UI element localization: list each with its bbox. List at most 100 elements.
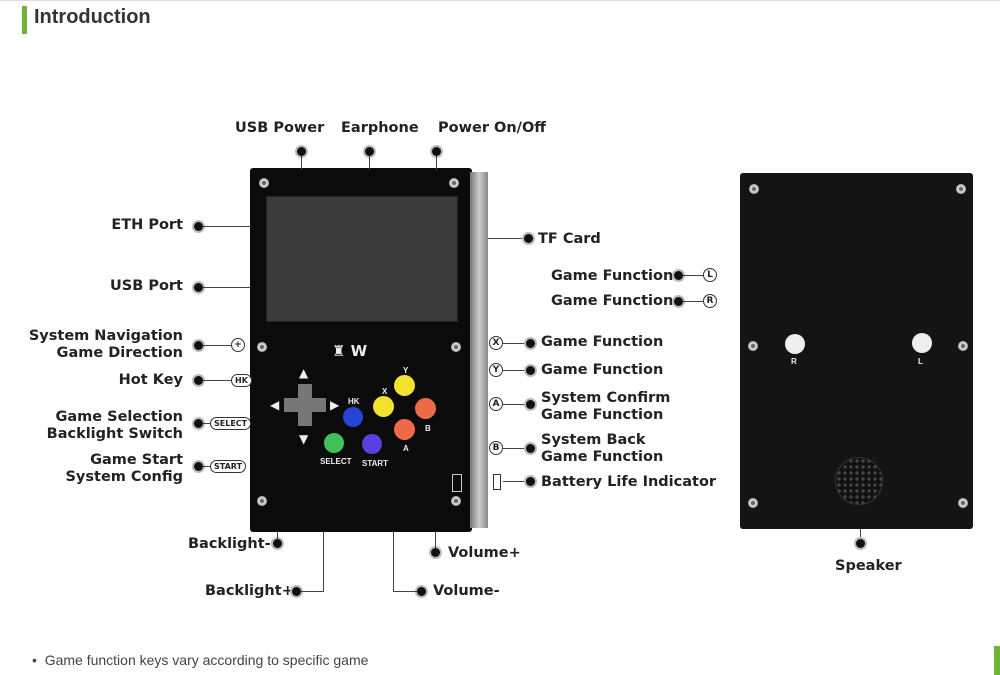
label-volume-minus: Volume-: [433, 583, 500, 599]
x-button[interactable]: [373, 396, 394, 417]
top-divider: [0, 0, 1000, 1]
screw: [451, 342, 461, 352]
callout-dot: [297, 147, 306, 156]
callout-dot: [292, 587, 301, 596]
screw: [958, 341, 968, 351]
screw: [956, 184, 966, 194]
label-power: Power On/Off: [438, 120, 547, 136]
side-accent: [994, 646, 1000, 675]
note-text: Game function keys vary according to spe…: [44, 652, 369, 668]
back-l-label: L: [918, 357, 923, 366]
callout-dot: [674, 271, 683, 280]
hk-label: HK: [348, 397, 360, 406]
callout-dot: [526, 477, 535, 486]
screw: [748, 341, 758, 351]
y-button[interactable]: [394, 375, 415, 396]
back-r-button[interactable]: [785, 334, 805, 354]
label-b-line2: Game Function: [541, 449, 664, 465]
label-hotkey: Hot Key: [118, 372, 183, 388]
battery-indicator-icon: [452, 474, 462, 492]
label-battery: Battery Life Indicator: [541, 474, 717, 490]
label-usb-port: USB Port: [110, 278, 183, 294]
dpad-plus-icon: +: [231, 338, 245, 352]
select-label: SELECT: [320, 457, 352, 466]
hk-tag: HK: [231, 374, 252, 387]
screw: [958, 498, 968, 508]
dpad[interactable]: [284, 384, 326, 426]
label-game-function-l: Game Function: [551, 268, 674, 284]
label-backlight-minus: Backlight-: [188, 536, 271, 552]
bullet-icon: •: [32, 652, 37, 668]
start-tag: START: [210, 460, 247, 473]
callout-dot: [432, 147, 441, 156]
label-start-line1: Game Start: [90, 452, 183, 468]
callout-dot: [526, 444, 535, 453]
callout-dot: [194, 419, 203, 428]
b-button[interactable]: [415, 398, 436, 419]
callout-dot: [194, 283, 203, 292]
callout-dot: [674, 297, 683, 306]
screw: [451, 496, 461, 506]
label-game-function-y: Game Function: [541, 362, 664, 378]
back-l-button[interactable]: [912, 333, 932, 353]
b-label: B: [425, 424, 431, 433]
speaker-grille-icon: [835, 457, 883, 505]
x-label: X: [382, 387, 388, 396]
dpad-right-arrow-icon: ▶: [330, 398, 340, 412]
screw: [257, 342, 267, 352]
label-earphone: Earphone: [341, 120, 419, 136]
callout-dot: [194, 341, 203, 350]
callout-dot: [856, 539, 865, 548]
y-label: Y: [403, 366, 409, 375]
title-accent-bar: [22, 6, 27, 34]
label-start-line2: System Config: [65, 469, 183, 485]
start-button[interactable]: [362, 434, 382, 454]
callout-dot: [365, 147, 374, 156]
callout-dot: [417, 587, 426, 596]
select-button[interactable]: [324, 433, 344, 453]
label-game-function-r: Game Function: [551, 293, 674, 309]
callout-dot: [526, 366, 535, 375]
label-speaker: Speaker: [835, 558, 902, 574]
label-select-line1: Game Selection: [55, 409, 183, 425]
hk-button[interactable]: [343, 407, 363, 427]
screw: [257, 496, 267, 506]
l-tag: L: [703, 268, 717, 282]
callout-dot: [526, 339, 535, 348]
callout-dot: [273, 539, 282, 548]
label-volume-plus: Volume+: [448, 545, 521, 561]
label-a-line1: System Confirm: [541, 390, 671, 406]
back-r-label: R: [791, 357, 797, 366]
callout-dot: [526, 400, 535, 409]
callout-dot: [194, 376, 203, 385]
logo: ♜ W: [332, 342, 368, 360]
a-label: A: [403, 444, 409, 453]
label-usb-power: USB Power: [235, 120, 325, 136]
label-eth-port: ETH Port: [111, 217, 183, 233]
a-tag: A: [489, 397, 503, 411]
screw: [259, 178, 269, 188]
battery-icon: [493, 474, 501, 490]
callout-dot: [194, 462, 203, 471]
label-b-line1: System Back: [541, 432, 646, 448]
note: • Game function keys vary according to s…: [32, 652, 368, 668]
screw: [749, 184, 759, 194]
select-tag: SELECT: [210, 417, 252, 430]
start-label: START: [362, 459, 389, 468]
label-nav-line2: Game Direction: [56, 345, 183, 361]
screw: [449, 178, 459, 188]
x-tag: X: [489, 336, 503, 350]
label-select-line2: Backlight Switch: [46, 426, 183, 442]
r-tag: R: [703, 294, 717, 308]
label-tf-card: TF Card: [538, 231, 601, 247]
a-button[interactable]: [394, 419, 415, 440]
label-game-function-x: Game Function: [541, 334, 664, 350]
device-screen: [266, 196, 458, 322]
dpad-up-arrow-icon: ▲: [299, 366, 309, 380]
callout-dot: [524, 234, 533, 243]
